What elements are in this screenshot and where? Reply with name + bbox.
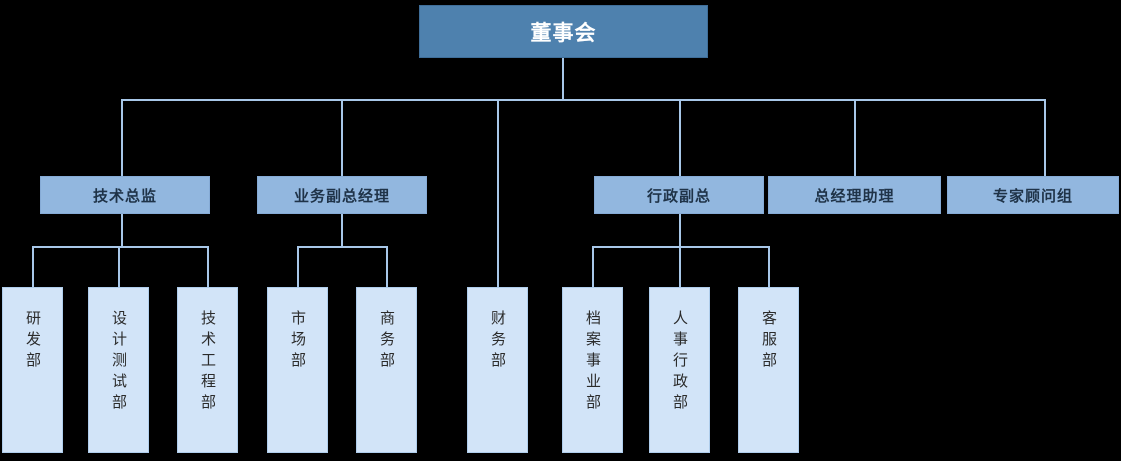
node-gm-assistant[interactable]: 总经理助理 <box>768 176 941 214</box>
node-label: 董事会 <box>530 20 597 45</box>
node-label: 技术总监 <box>92 186 157 205</box>
node-label: 技术工程部 <box>199 310 217 415</box>
node-label: 财务部 <box>489 310 507 373</box>
node-label: 设计测试部 <box>110 310 128 415</box>
connector-drop-admin-vp <box>679 99 681 177</box>
node-finance-dept[interactable]: 财务部 <box>467 287 528 453</box>
connector-drop-archive-div <box>592 246 594 288</box>
connector-stem-admin-vp <box>679 214 681 248</box>
node-label: 客服部 <box>760 310 778 373</box>
connector-main-bus <box>121 99 1045 101</box>
node-board-of-directors[interactable]: 董事会 <box>419 5 708 58</box>
node-label: 行政副总 <box>646 186 711 205</box>
node-admin-vp[interactable]: 行政副总 <box>594 176 764 214</box>
connector-drop-finance-dept <box>497 99 499 288</box>
node-label: 研发部 <box>24 310 42 373</box>
connector-drop-tech-director <box>121 99 123 177</box>
node-commerce-dept[interactable]: 商务部 <box>356 287 417 453</box>
connector-drop-commerce-dept <box>386 246 388 288</box>
connector-bus-tech-director <box>32 246 209 248</box>
node-label: 档案事业部 <box>584 310 602 415</box>
node-label: 业务副总经理 <box>293 186 390 205</box>
node-label: 总经理助理 <box>814 186 895 205</box>
node-market-dept[interactable]: 市场部 <box>267 287 328 453</box>
node-archive-div[interactable]: 档案事业部 <box>562 287 623 453</box>
connector-drop-hr-admin-dept <box>679 246 681 288</box>
connector-drop-gm-assistant <box>854 99 856 177</box>
node-label: 市场部 <box>289 310 307 373</box>
connector-drop-tech-engineering-dept <box>207 246 209 288</box>
connector-bus-business-vp <box>297 246 387 248</box>
node-label: 专家顾问组 <box>992 186 1073 205</box>
connector-drop-rd-dept <box>32 246 34 288</box>
node-design-test-dept[interactable]: 设计测试部 <box>88 287 149 453</box>
node-customer-service-dept[interactable]: 客服部 <box>738 287 799 453</box>
connector-bus-admin-vp <box>592 246 770 248</box>
node-hr-admin-dept[interactable]: 人事行政部 <box>649 287 710 453</box>
connector-drop-business-vp <box>341 99 343 177</box>
connector-drop-design-test-dept <box>118 246 120 288</box>
node-label: 商务部 <box>378 310 396 373</box>
node-tech-director[interactable]: 技术总监 <box>40 176 210 214</box>
connector-root-stem <box>562 58 564 100</box>
connector-drop-customer-service-dept <box>768 246 770 288</box>
node-business-vp[interactable]: 业务副总经理 <box>257 176 427 214</box>
connector-stem-tech-director <box>121 214 123 248</box>
node-label: 人事行政部 <box>671 310 689 415</box>
node-rd-dept[interactable]: 研发部 <box>2 287 63 453</box>
connector-drop-market-dept <box>297 246 299 288</box>
connector-stem-business-vp <box>341 214 343 248</box>
node-tech-engineering-dept[interactable]: 技术工程部 <box>177 287 238 453</box>
connector-drop-expert-group <box>1044 99 1046 177</box>
node-expert-advisory-group[interactable]: 专家顾问组 <box>947 176 1119 214</box>
